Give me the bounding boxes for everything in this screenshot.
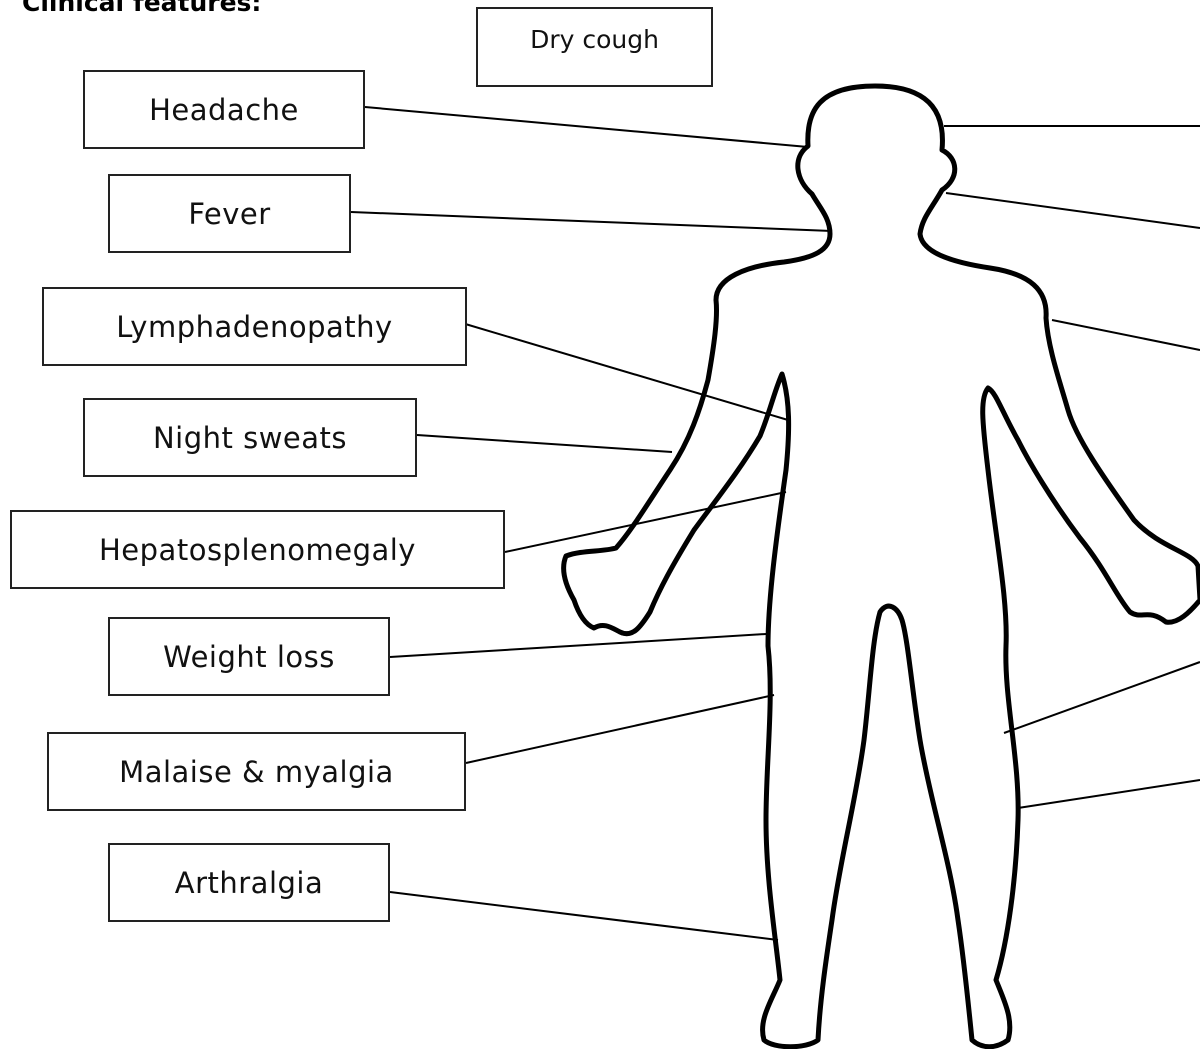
label-box-malaise-myalgia: Malaise & myalgia — [47, 732, 466, 811]
label-hepatosplenomegaly: Hepatosplenomegaly — [99, 533, 416, 567]
fever-leader-line — [351, 212, 832, 231]
right-leader-line-3 — [1052, 320, 1200, 350]
body-silhouette — [564, 86, 1200, 1047]
label-arthralgia: Arthralgia — [175, 866, 324, 900]
label-headache: Headache — [149, 93, 299, 127]
label-box-night-sweats: Night sweats — [83, 398, 417, 477]
label-weight-loss: Weight loss — [163, 640, 335, 674]
label-box-hepatosplenomegaly: Hepatosplenomegaly — [10, 510, 505, 589]
label-lymphadenopathy: Lymphadenopathy — [116, 310, 392, 344]
night-sweats-leader-line — [417, 435, 672, 452]
label-box-fever: Fever — [108, 174, 351, 253]
right-leader-line-2 — [946, 193, 1200, 228]
malaise-myalgia-leader-line — [466, 695, 774, 763]
label-dry-cough: Dry cough — [530, 25, 659, 54]
right-leader-line-5 — [1018, 780, 1200, 808]
lymphadenopathy-leader-line — [462, 323, 788, 420]
weight-loss-leader-line — [390, 634, 766, 657]
label-box-arthralgia: Arthralgia — [108, 843, 390, 922]
right-leader-line-4 — [1004, 662, 1200, 733]
label-night-sweats: Night sweats — [153, 421, 347, 455]
label-malaise-myalgia: Malaise & myalgia — [119, 755, 394, 789]
arthralgia-leader-line — [390, 892, 778, 940]
label-box-headache: Headache — [83, 70, 365, 149]
headache-leader-line — [365, 107, 808, 147]
label-box-dry-cough: Dry cough — [476, 7, 713, 87]
label-box-lymphadenopathy: Lymphadenopathy — [42, 287, 467, 366]
label-fever: Fever — [188, 197, 270, 231]
label-box-weight-loss: Weight loss — [108, 617, 390, 696]
hepatosplenomegaly-leader-line — [505, 492, 786, 552]
right-leader-lines — [944, 126, 1200, 808]
diagram-heading: Clinical features: — [22, 0, 261, 17]
